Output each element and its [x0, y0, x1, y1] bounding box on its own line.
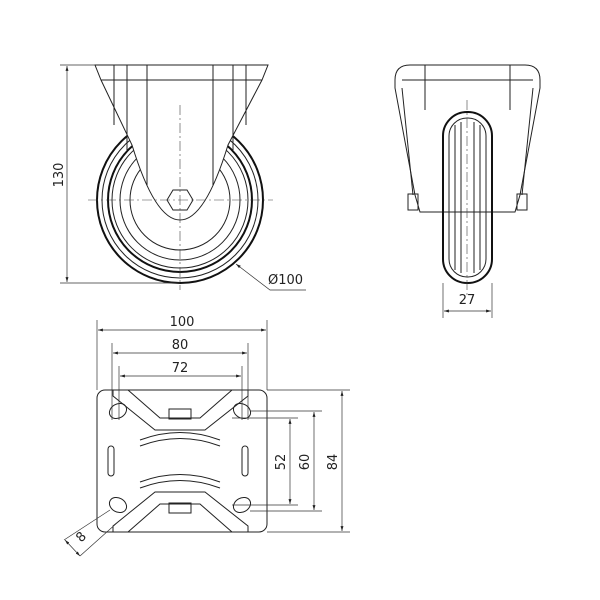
side-view: 27 [394, 64, 541, 318]
height-52-label: 52 [274, 454, 289, 471]
diameter-dimension: Ø100 [235, 263, 306, 291]
height-dimension: 130 [52, 64, 180, 284]
width-label: 27 [459, 293, 476, 308]
front-view: 130 Ø100 [52, 64, 306, 291]
plate-width-dimensions: 100 80 72 [96, 315, 268, 420]
height-label: 130 [52, 163, 67, 188]
width-dimension: 27 [442, 283, 493, 318]
height-84-label: 84 [326, 454, 341, 471]
width-72-label: 72 [172, 361, 189, 376]
diameter-label: Ø100 [268, 273, 303, 288]
plate-height-dimensions: 52 60 84 [232, 389, 350, 533]
mounting-slots [108, 402, 252, 514]
width-80-label: 80 [172, 338, 189, 353]
plate-view: 100 80 72 52 60 84 8 [63, 315, 350, 557]
height-60-label: 60 [298, 454, 313, 471]
width-100-label: 100 [170, 315, 195, 330]
slot-width-dimension: 8 [63, 509, 119, 557]
slot-8-label: 8 [73, 529, 89, 545]
